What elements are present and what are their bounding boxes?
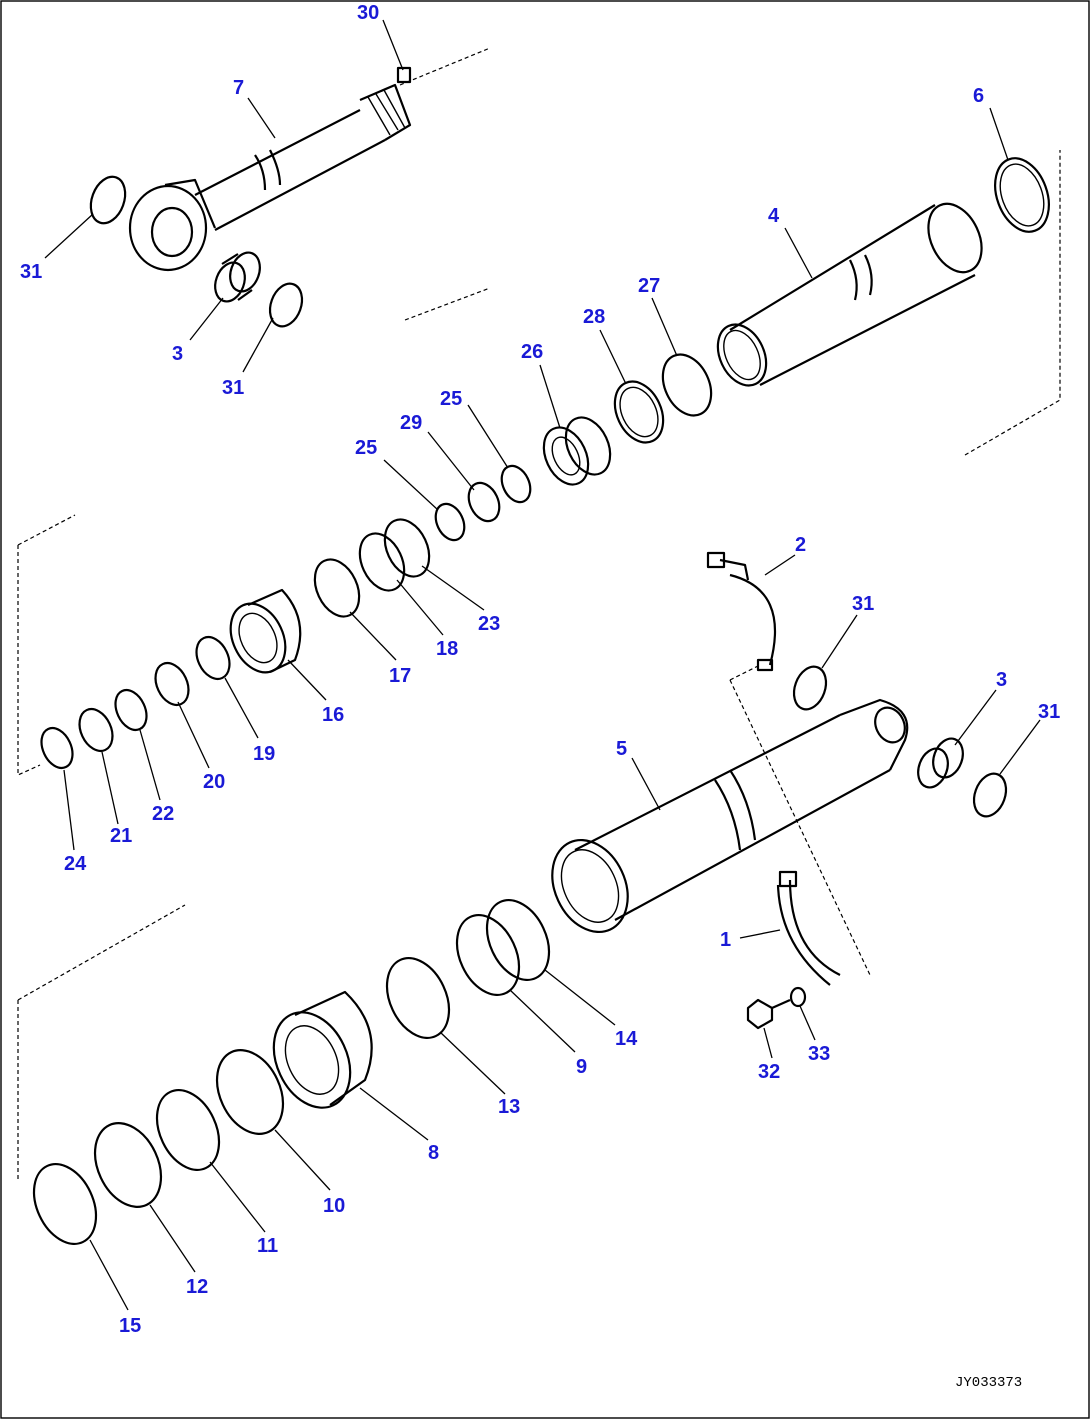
ring (455, 914, 521, 996)
snap-ring (268, 282, 304, 328)
ring (114, 688, 148, 732)
section-line (399, 47, 491, 86)
clamp-block (706, 551, 726, 569)
callout-31: 31 (20, 261, 42, 283)
pipe-clamp (776, 879, 841, 986)
callout-25: 25 (355, 437, 377, 459)
callout-16: 16 (322, 704, 344, 726)
snap-ring (792, 665, 828, 711)
ring (215, 1049, 285, 1135)
callout-11: 11 (257, 1235, 278, 1257)
leader-lines (44, 19, 1041, 1311)
snap-ring (972, 772, 1008, 818)
ring (32, 1163, 98, 1245)
callout-19: 19 (253, 743, 275, 765)
snap-ring (89, 175, 127, 225)
section-line (17, 904, 186, 1001)
callout-31: 31 (852, 593, 874, 615)
callout-31: 31 (222, 377, 244, 399)
ring (383, 518, 431, 578)
bushing (214, 251, 261, 303)
section-line (17, 514, 76, 546)
ring (195, 635, 231, 681)
callout-10: 10 (323, 1195, 345, 1217)
section-line (729, 664, 761, 681)
section-line (729, 679, 871, 976)
bushing (154, 661, 190, 707)
bushing (917, 737, 964, 789)
grease-nipple (396, 66, 412, 84)
ring (313, 558, 361, 618)
ring (485, 899, 551, 981)
callout-14: 14 (615, 1028, 638, 1050)
o-ring (661, 353, 713, 417)
backup-ring (613, 380, 665, 444)
callout-21: 21 (110, 825, 132, 847)
callout-28: 28 (583, 306, 605, 328)
ring (78, 707, 114, 753)
piston-rod (128, 83, 412, 272)
cylinder-head-tube (716, 202, 983, 387)
ring (155, 1089, 221, 1171)
ring (93, 1122, 163, 1208)
section-line (404, 287, 491, 321)
piston (272, 990, 373, 1109)
ring (358, 532, 406, 592)
ring (434, 502, 466, 542)
callout-31: 31 (1038, 701, 1060, 723)
clamp-block (778, 870, 798, 888)
callout-13: 13 (498, 1096, 520, 1118)
callout-33: 33 (808, 1043, 830, 1065)
ring (385, 957, 451, 1039)
callout-9: 9 (576, 1056, 587, 1078)
section-line (17, 545, 41, 776)
callout-12: 12 (186, 1276, 208, 1298)
callout-4: 4 (768, 205, 780, 227)
cylinder-head (229, 588, 302, 674)
callout-3: 3 (172, 343, 183, 365)
bolt (746, 998, 791, 1030)
callout-25: 25 (440, 388, 462, 410)
callout-6: 6 (973, 85, 984, 107)
wiper-ring (994, 157, 1050, 233)
drawing-code: JY033373 (955, 1375, 1022, 1391)
callout-15: 15 (119, 1315, 141, 1337)
pipe-clamp (719, 558, 777, 666)
clamp-bolt (756, 658, 774, 672)
callout-labels: 30 7 6 4 31 3 31 27 28 26 25 29 25 2 31 … (20, 2, 1060, 1337)
callout-3: 3 (996, 669, 1007, 691)
piston (542, 416, 612, 486)
section-line (964, 150, 1061, 456)
callout-1: 1 (720, 929, 731, 951)
callout-32: 32 (758, 1061, 780, 1083)
callout-18: 18 (436, 638, 458, 660)
washer (789, 986, 807, 1008)
callout-7: 7 (233, 77, 244, 99)
ring (500, 464, 532, 504)
callout-30: 30 (357, 2, 379, 24)
callout-8: 8 (428, 1142, 439, 1164)
cylinder-tube (551, 698, 909, 934)
callout-2: 2 (795, 534, 806, 556)
callout-17: 17 (389, 665, 411, 687)
callout-26: 26 (521, 341, 543, 363)
callout-20: 20 (203, 771, 225, 793)
callout-29: 29 (400, 412, 422, 434)
ring (40, 726, 74, 770)
callout-23: 23 (478, 613, 500, 635)
callout-24: 24 (64, 853, 87, 875)
callout-22: 22 (152, 803, 174, 825)
callout-5: 5 (616, 738, 627, 760)
ring (467, 481, 501, 523)
callout-27: 27 (638, 275, 660, 297)
